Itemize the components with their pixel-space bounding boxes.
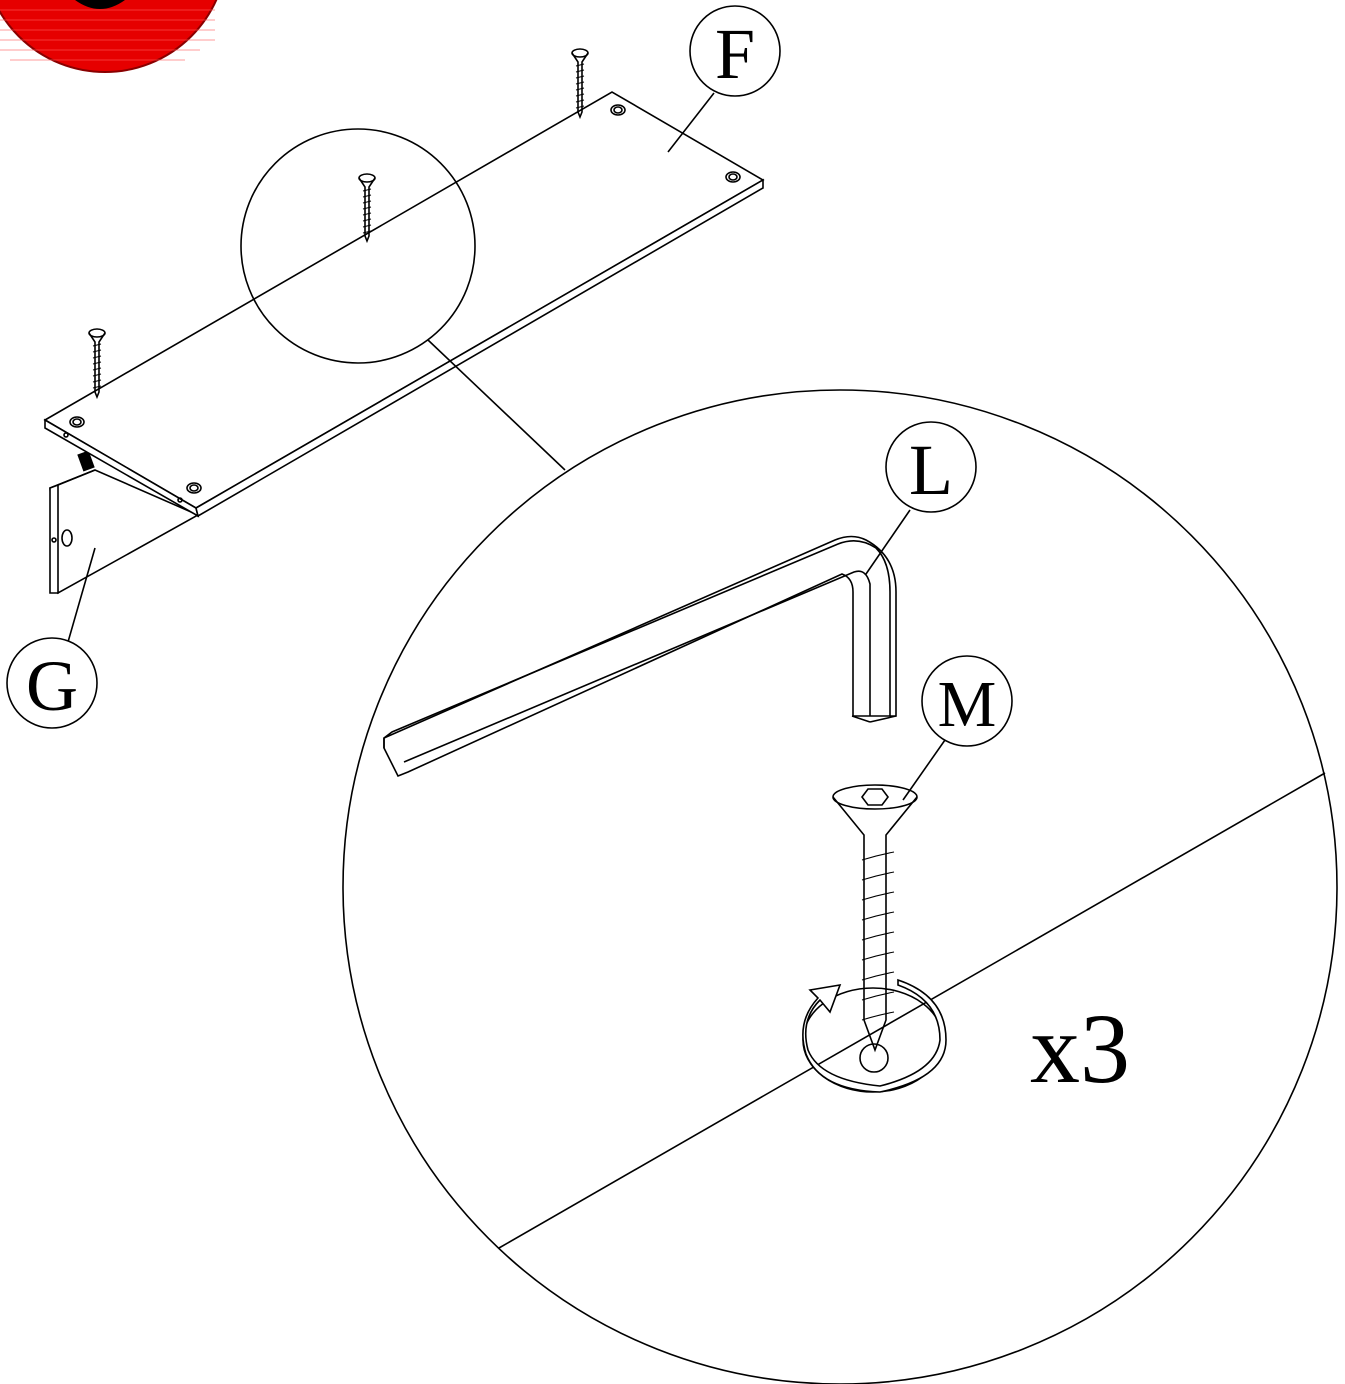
label-g-text: G: [26, 646, 78, 726]
label-l-text: L: [909, 430, 953, 510]
label-g: G: [6, 637, 98, 729]
label-m: M: [921, 655, 1013, 747]
label-f-text: F: [715, 14, 755, 94]
dowel-icon: [77, 450, 95, 472]
hex-key-icon: [383, 535, 897, 778]
rotation-arrow-icon: [802, 978, 947, 1093]
step-number-badge: [0, 0, 218, 73]
screw-icon: [358, 173, 376, 244]
label-l: L: [885, 421, 977, 513]
leader-lines: [67, 92, 946, 801]
magnifier-callout: [240, 128, 566, 471]
quantity-label: x3: [1030, 993, 1130, 1104]
screw-icon: [571, 48, 589, 120]
detail-view: [342, 389, 1338, 1384]
label-f: F: [689, 5, 781, 97]
side-panel-g: [49, 469, 200, 595]
screw-icon: [832, 784, 918, 1053]
label-m-text: M: [938, 668, 997, 741]
shelf-panel-f: [43, 91, 765, 518]
screw-icon: [88, 328, 106, 400]
